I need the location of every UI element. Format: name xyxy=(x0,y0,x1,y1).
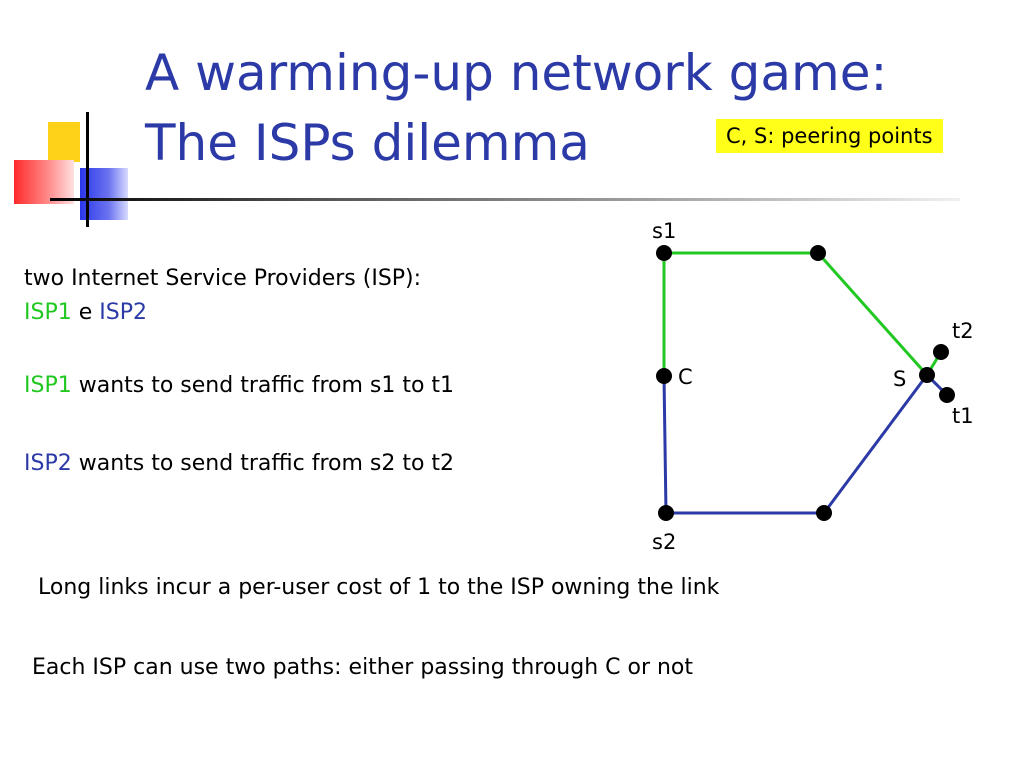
node-bottom-right xyxy=(816,505,832,521)
node-t2 xyxy=(933,344,949,360)
isp2-link-to-s xyxy=(822,374,929,514)
node-top-right xyxy=(810,245,826,261)
isp-list: ISP1 e ISP2 xyxy=(24,300,147,325)
label-t2: t2 xyxy=(952,319,974,343)
isp1-description: wants to send traffic from s1 to t1 xyxy=(78,373,455,398)
isp1-label: ISP1 xyxy=(24,300,72,325)
logo-vertical-line xyxy=(86,112,89,227)
cost-note: Long links incur a per-user cost of 1 to… xyxy=(38,575,720,600)
label-c: C xyxy=(678,365,693,389)
node-c xyxy=(656,368,672,384)
conjunction: e xyxy=(78,300,93,325)
label-s1: s1 xyxy=(652,219,676,243)
label-t1: t1 xyxy=(952,404,974,428)
label-s: S xyxy=(893,367,906,391)
slide-title: A warming-up network game: The ISPs dile… xyxy=(145,38,887,178)
isp2-link-c-s2 xyxy=(662,375,668,514)
isp1-link-to-s xyxy=(816,252,929,376)
node-s xyxy=(919,367,935,383)
title-line-1: A warming-up network game: xyxy=(145,44,888,102)
node-t1 xyxy=(939,387,955,403)
logo-yellow-square xyxy=(48,122,80,162)
node-s2 xyxy=(658,505,674,521)
isp1-label: ISP1 xyxy=(24,373,72,398)
title-line-2: The ISPs dilemma xyxy=(145,114,590,172)
node-s1 xyxy=(656,245,672,261)
paths-note: Each ISP can use two paths: either passi… xyxy=(32,655,694,680)
title-underline xyxy=(50,198,960,201)
logo-red-square xyxy=(14,160,74,204)
isp2-label: ISP2 xyxy=(99,300,147,325)
peering-points-note: C, S: peering points xyxy=(716,119,943,153)
isp1-statement: ISP1 wants to send traffic from s1 to t1 xyxy=(24,373,454,398)
isp2-description: wants to send traffic from s2 to t2 xyxy=(78,451,455,476)
isp2-statement: ISP2 wants to send traffic from s2 to t2 xyxy=(24,451,454,476)
intro-text: two Internet Service Providers (ISP): xyxy=(24,266,422,291)
label-s2: s2 xyxy=(652,530,676,554)
isp2-label: ISP2 xyxy=(24,451,72,476)
